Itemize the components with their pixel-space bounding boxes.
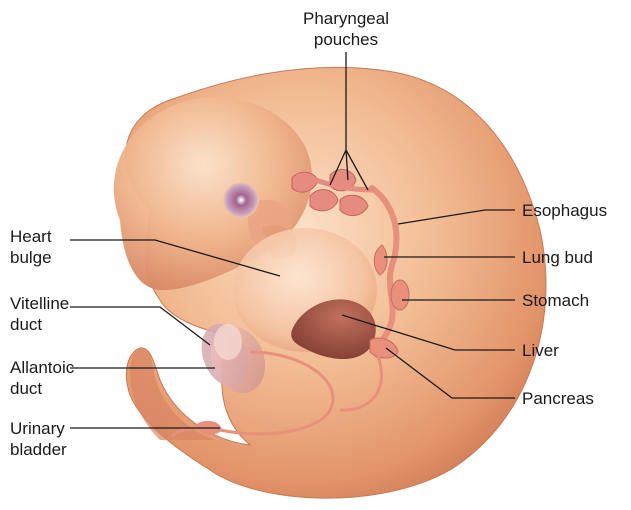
eye: [223, 182, 259, 218]
label-urinary-bladder: Urinary bladder: [10, 418, 67, 460]
label-liver: Liver: [522, 340, 559, 361]
stomach: [391, 280, 409, 310]
label-allantoic-duct: Allantoic duct: [10, 357, 74, 399]
label-vitelline-duct: Vitelline duct: [10, 293, 69, 335]
label-heart-bulge: Heart bulge: [10, 226, 52, 268]
label-pharyngeal-pouches: Pharyngeal pouches: [296, 8, 396, 50]
label-esophagus: Esophagus: [522, 200, 607, 221]
label-pancreas: Pancreas: [522, 388, 594, 409]
label-lung-bud: Lung bud: [522, 247, 593, 268]
label-stomach: Stomach: [522, 290, 589, 311]
